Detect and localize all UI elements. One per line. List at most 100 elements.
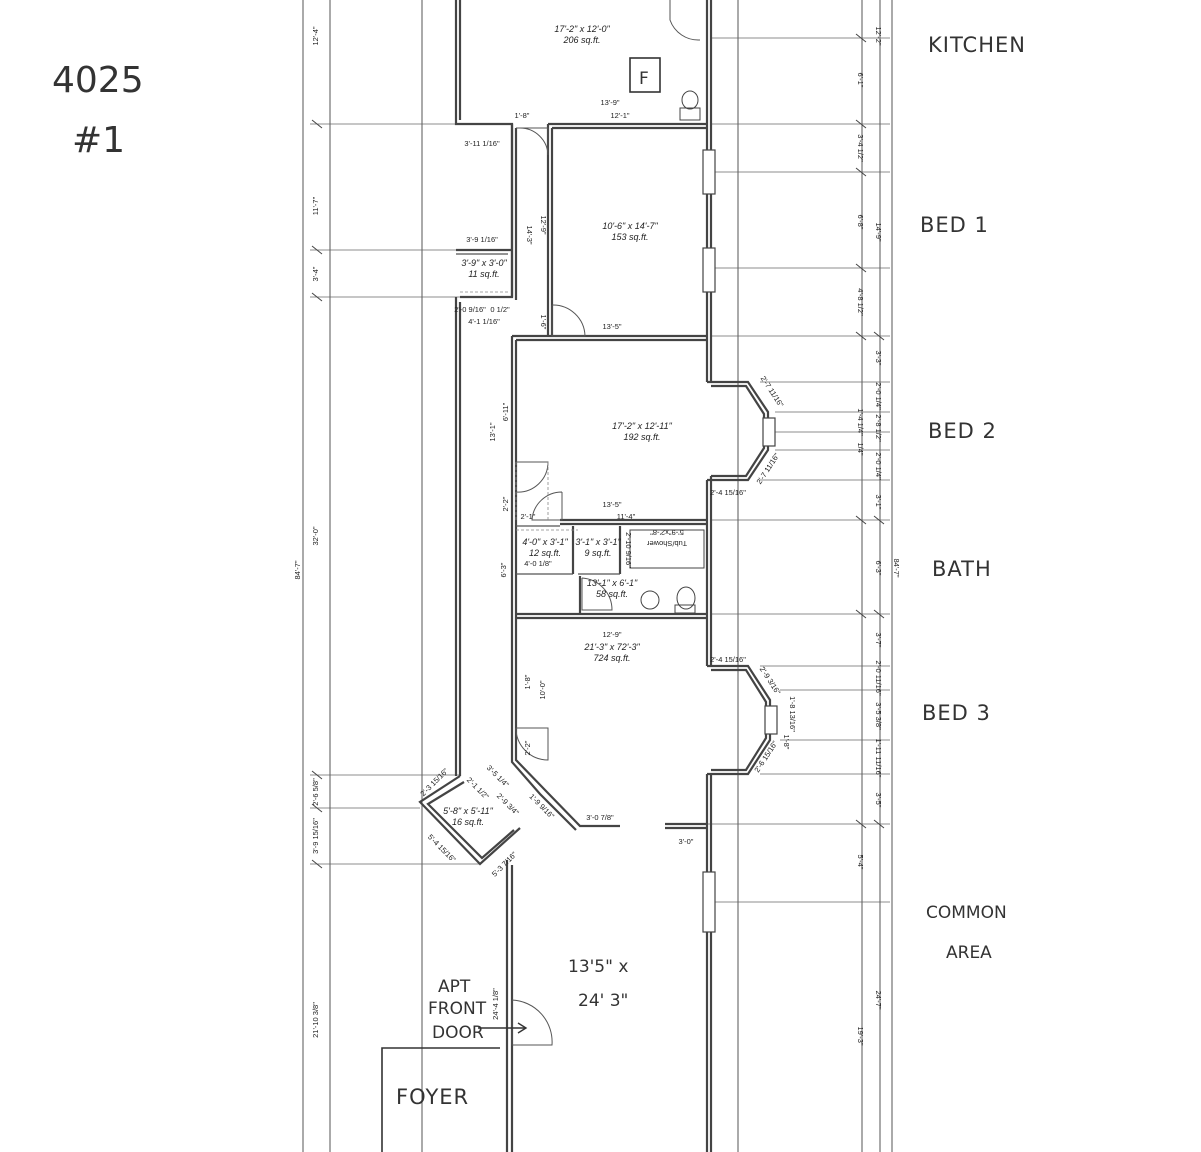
dim-inner: 13'-5" [602, 322, 621, 331]
bed1-size: 10'-6" x 14'-7" [602, 221, 658, 231]
bath-size: 13'-1" x 6'-1" [587, 578, 638, 588]
dim-inner: 10'-0" [538, 680, 547, 699]
bed2-size: 17'-2" x 12'-11" [612, 421, 672, 431]
dim-inner: 2'-0 9/16" [454, 305, 486, 314]
closet1-size: 3'-9" x 3'-0" [461, 258, 507, 268]
dim-inner: 0 1/2" [490, 305, 510, 314]
door-label-3: DOOR [432, 1023, 484, 1043]
unit-sub: #1 [72, 120, 125, 161]
dim-inner: 2'-9 3/16" [758, 665, 783, 697]
dim-left: 12'-4" [311, 26, 320, 45]
dim-inner: 2'-1" [521, 512, 536, 521]
dim-right: 2'-0 11/16" [874, 660, 883, 696]
dim-inner: 3'-0 7/8" [586, 813, 614, 822]
dim-right: 1/4" [856, 442, 865, 455]
tub-size: 5'-9"x2'-8" [650, 528, 684, 537]
foyer-bracket [381, 1047, 500, 1152]
dim-right: 3'-1" [874, 495, 883, 510]
dim-inner: 1'-8 13/16" [788, 696, 797, 732]
label-bath: BATH [932, 557, 992, 581]
dim-right: 2'-8 1/2" [874, 414, 883, 442]
handwritten-annotations: 4025 #1 KITCHEN BED 1 BED 2 BATH BED 3 C… [52, 33, 1026, 1109]
label-bed2: BED 2 [928, 419, 997, 443]
toilet-icon [676, 586, 696, 610]
dim-inner: 3'-0" [679, 837, 694, 846]
tub-shower [629, 529, 705, 569]
dim-right: 14'-9" [874, 222, 883, 241]
kitchen-size: 17'-2" x 12'-0" [554, 24, 610, 34]
dim-inner: 12'-9" [602, 630, 621, 639]
sink-icon [640, 590, 660, 610]
room-labels: 17'-2" x 12'-0" 206 sq.ft. 10'-6" x 14'-… [443, 24, 687, 827]
bed1-area: 153 sq.ft. [611, 232, 648, 242]
dim-inner: 3'-9 1/16" [466, 235, 498, 244]
dim-right: 84'-7" [892, 558, 901, 577]
dim-right: 3'-4 1/2" [856, 134, 865, 162]
dim-right: 3'-7" [874, 633, 883, 648]
unit-number: 4025 [52, 60, 144, 101]
window-common [702, 871, 716, 933]
dim-inner: 1'-8" [523, 674, 532, 689]
interior-walls [418, 122, 707, 866]
dim-inner: 24'-4 1/8" [491, 988, 500, 1020]
dim-inner: 12'-1" [610, 111, 629, 120]
dim-left: 11'-7" [311, 196, 320, 215]
dims-left: 12'-4" 11'-7" 3'-4" 32'-0" 84'-7" 2'-6 5… [293, 26, 320, 1038]
dim-right: 19'-3" [856, 1026, 865, 1045]
dim-right: 6'-1" [856, 73, 865, 88]
door-label-1: APT [438, 977, 471, 997]
dim-inner: 1'-6" [539, 315, 548, 330]
dim-inner: 2'-9 3/4" [495, 791, 521, 817]
closet2-size: 4'-0" x 3'-1" [522, 537, 568, 547]
dim-left: 3'-4" [311, 266, 320, 281]
dim-inner: 13'-5" [602, 500, 621, 509]
dim-right: 2'-0 1/4" [874, 382, 883, 410]
dim-right: 1'-11 11/16" [874, 739, 883, 778]
window-bed1-lower [702, 247, 716, 293]
closet3-area: 9 sq.ft. [584, 548, 611, 558]
dim-inner: 4'-0 1/8" [524, 559, 552, 568]
window-bed1-upper [702, 149, 716, 195]
tub-label: Tub/Shower [646, 539, 687, 548]
label-kitchen: KITCHEN [928, 33, 1026, 57]
window-bed3 [764, 705, 778, 735]
door-label-2: FRONT [428, 999, 487, 1019]
dim-inner: 6'-11" [501, 402, 510, 421]
dim-inner: 2'-10 9/16" [624, 532, 633, 568]
bed2-area: 192 sq.ft. [623, 432, 660, 442]
main-size: 21'-3" x 72'-3" [583, 642, 640, 652]
dim-inner: 2'-4 15/16" [710, 488, 746, 497]
dims-right: 12'-2" 6'-1" 3'-4 1/2" 6'-8" 14'-9" 4'-8… [782, 26, 901, 1045]
label-common: COMMON [926, 903, 1007, 923]
dim-inner: 3'-5 1/4" [485, 763, 511, 789]
dim-right: 4'-8 1/2" [856, 288, 865, 316]
dim-inner: 4'-1 1/16" [468, 317, 500, 326]
common-dims-1: 13'5" x [568, 957, 628, 977]
closet4-size: 5'-8" x 5'-11" [443, 806, 493, 816]
window-bed2 [762, 417, 776, 447]
fixtures [460, 90, 705, 614]
label-bed1: BED 1 [920, 213, 989, 237]
closet3-size: 3'-1" x 3'-1" [575, 537, 621, 547]
windows [702, 149, 778, 933]
dim-inner: 14'-3" [525, 225, 534, 244]
dim-left: 84'-7" [293, 560, 302, 579]
dim-right: 5'-4" [856, 855, 865, 870]
kitchen-fixture-icon [681, 90, 699, 110]
dim-right: 1'-8" [782, 735, 791, 750]
dim-left: 2'-6 5/8" [311, 778, 320, 806]
dim-inner: 2'-1 1/2" [465, 775, 491, 801]
dim-inner: 5'-3 7/16" [490, 850, 519, 879]
bath-area: 58 sq.ft. [596, 589, 628, 599]
dim-inner: 3'-11 1/16" [464, 139, 500, 148]
dim-inner: 12'-9" [539, 215, 548, 234]
dim-right: 3'-5 3/8" [874, 702, 883, 730]
closet4-area: 16 sq.ft. [452, 817, 484, 827]
doors [511, 0, 701, 1046]
label-area: AREA [946, 943, 992, 963]
label-foyer: FOYER [396, 1085, 469, 1109]
common-dims-2: 24' 3" [578, 991, 628, 1011]
closet1-area: 11 sq.ft. [468, 269, 499, 279]
dim-inner: 6'-3" [499, 562, 508, 577]
dim-left: 3'-9 15/16" [311, 818, 320, 854]
